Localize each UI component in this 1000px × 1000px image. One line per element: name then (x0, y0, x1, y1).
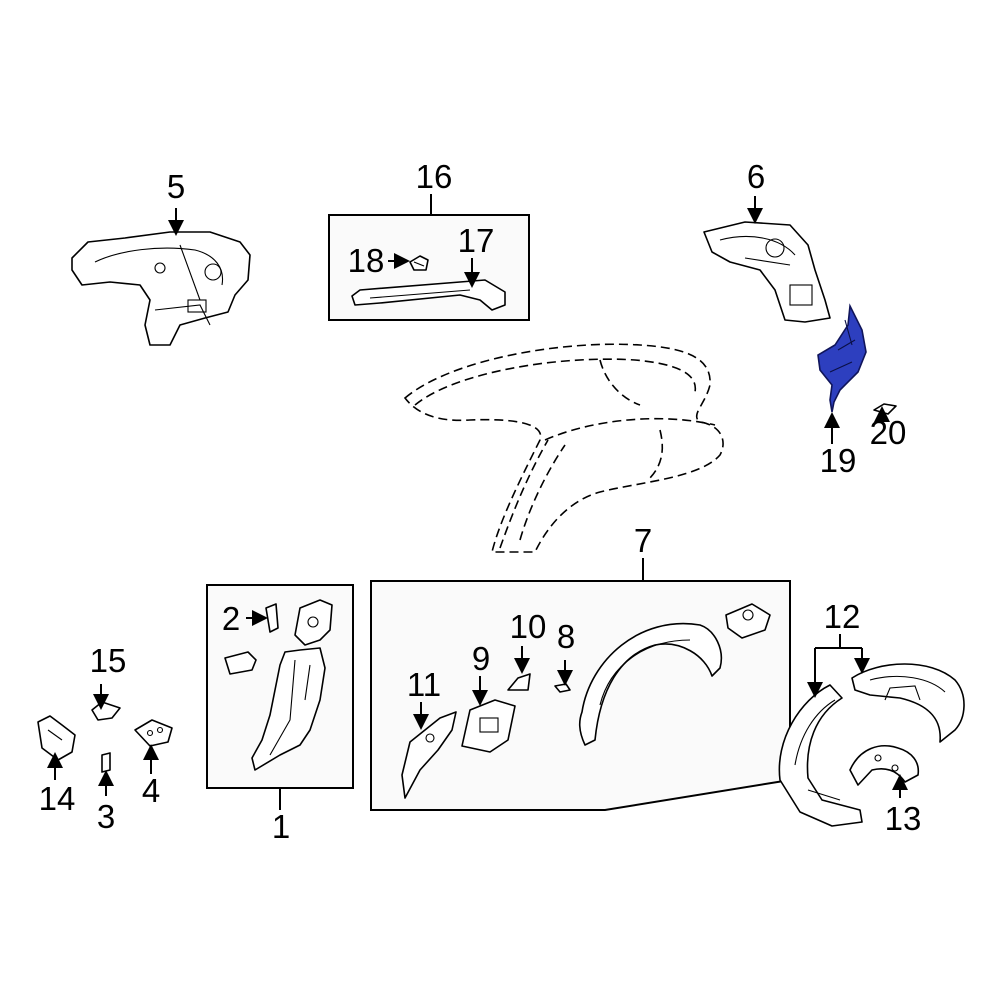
callout-20: 20 (870, 414, 907, 451)
part-1-upper-bracket (294, 599, 333, 646)
callout-19: 19 (820, 442, 857, 479)
part-3-fastener (101, 752, 111, 773)
callout-6: 6 (747, 158, 765, 195)
callout-9: 9 (472, 640, 490, 677)
callout-14: 14 (39, 780, 76, 817)
part-18-clip (409, 255, 429, 271)
part-11-panel (401, 711, 457, 799)
part-10-cap (507, 673, 531, 691)
part-4-plate (134, 719, 173, 747)
quarter-panel-outline (403, 343, 724, 553)
part-9-bracket (461, 699, 516, 753)
part-20-clip (873, 403, 897, 415)
part-6-panel (703, 221, 831, 323)
part-19-highlighted (817, 303, 867, 413)
callout-1: 1 (272, 808, 290, 845)
callout-2: 2 (222, 600, 240, 637)
callout-4: 4 (142, 772, 160, 809)
callout-11: 11 (407, 666, 441, 703)
part-15-clip (91, 701, 121, 721)
callout-12: 12 (824, 598, 861, 635)
part-1-small-block (224, 651, 257, 675)
callout-15: 15 (90, 642, 127, 679)
callout-3: 3 (97, 798, 115, 835)
callout-8: 8 (557, 618, 575, 655)
callout-5: 5 (167, 168, 185, 205)
part-7-wheelhouse (578, 603, 771, 746)
callout-10: 10 (510, 608, 547, 645)
callout-17: 17 (458, 222, 495, 259)
part-12-liner-rear (851, 663, 965, 743)
callout-18: 18 (348, 242, 385, 279)
part-1-pillar (251, 647, 326, 771)
part-2-bracket (265, 603, 279, 633)
callout-7: 7 (634, 522, 652, 559)
callout-13: 13 (885, 800, 922, 837)
part-13-shield (849, 745, 920, 786)
callout-16: 16 (416, 158, 453, 195)
part-12-liner-front (778, 684, 863, 827)
leader-lines (47, 194, 908, 810)
part-14-bracket (37, 715, 76, 761)
part-5-inner-panel (71, 231, 251, 346)
callouts: 5 16 18 17 6 20 19 7 2 1 15 14 3 4 11 9 … (39, 158, 922, 845)
